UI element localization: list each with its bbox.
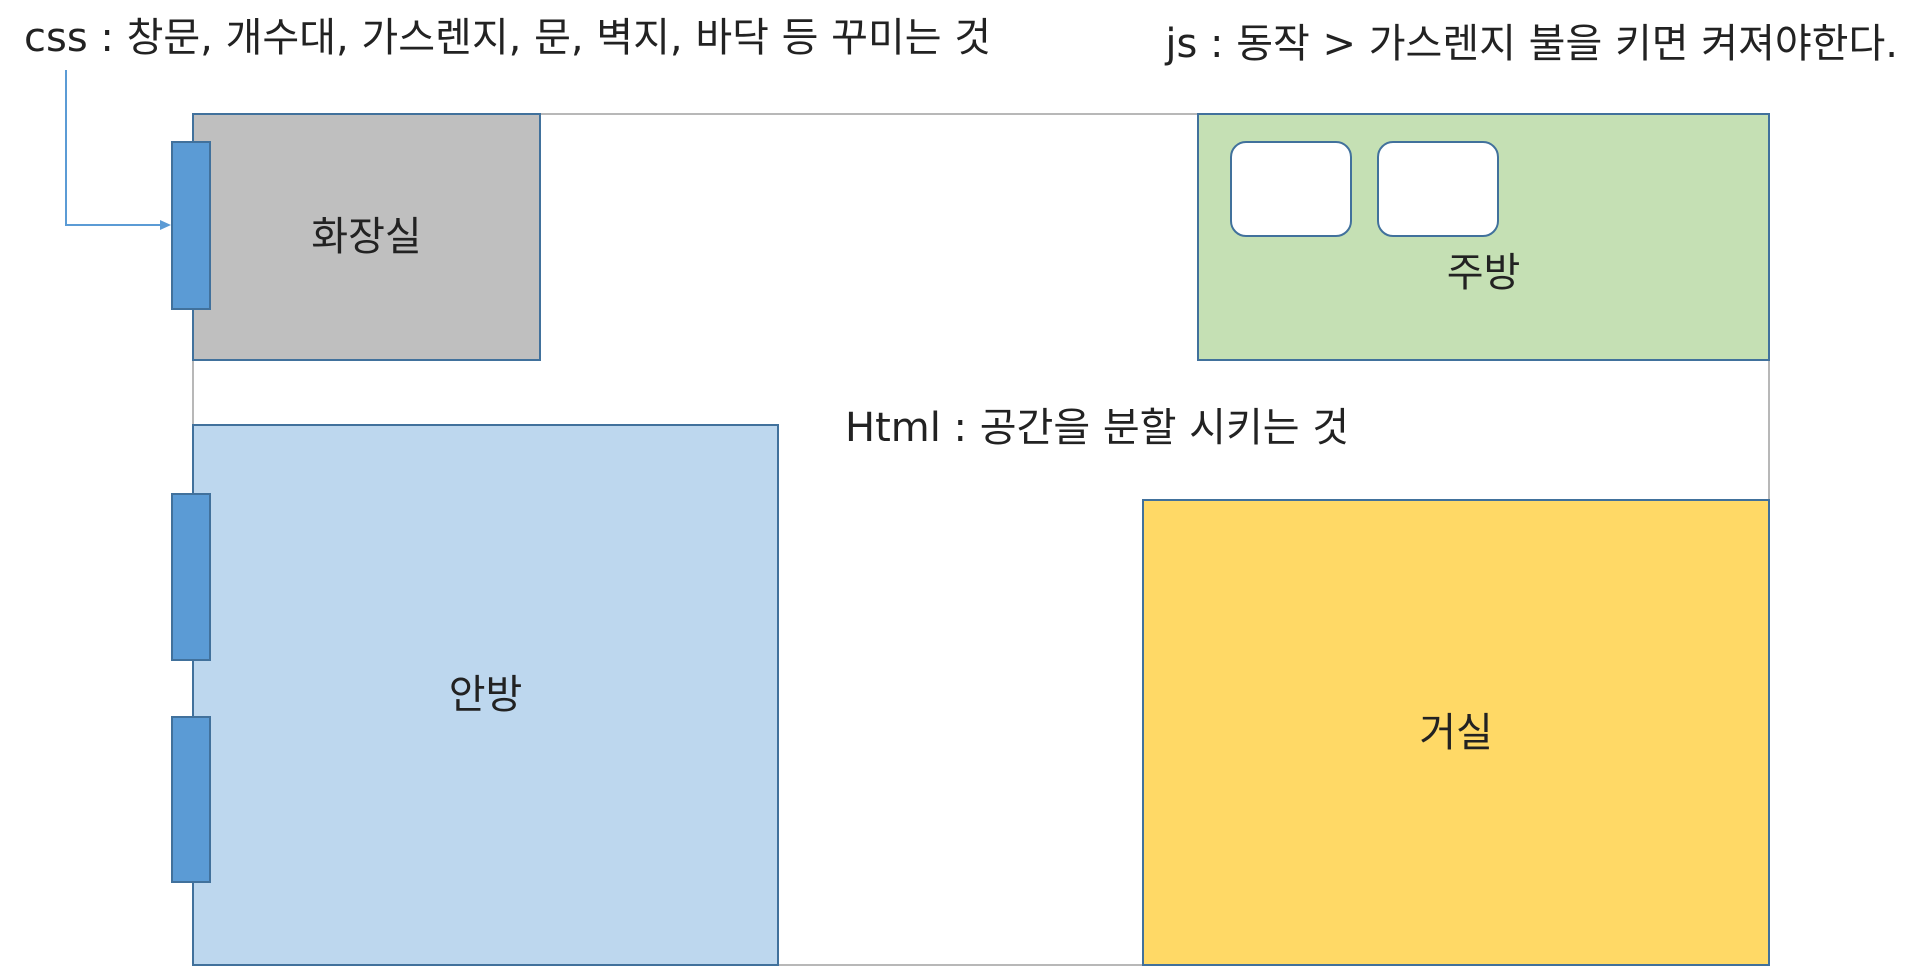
css-note: css : 창문, 개수대, 가스렌지, 문, 벽지, 바닥 등 꾸미는 것	[24, 15, 992, 61]
room-bathroom-label: 화장실	[311, 214, 422, 260]
window-2-icon	[171, 493, 211, 661]
room-living-label: 거실	[1419, 709, 1493, 756]
js-note: js : 동작 > 가스렌지 불을 키면 켜져야한다.	[1165, 21, 1898, 67]
room-main-label: 안방	[448, 672, 523, 718]
room-living: 거실	[1142, 499, 1770, 966]
room-main: 안방	[192, 424, 779, 966]
burner-1-icon	[1230, 141, 1352, 237]
room-bathroom: 화장실	[192, 113, 541, 361]
room-kitchen-label: 주방	[1446, 250, 1521, 296]
html-note: Html : 공간을 분할 시키는 것	[845, 405, 1350, 451]
window-1-icon	[171, 141, 211, 310]
window-3-icon	[171, 716, 211, 883]
burner-2-icon	[1377, 141, 1499, 237]
